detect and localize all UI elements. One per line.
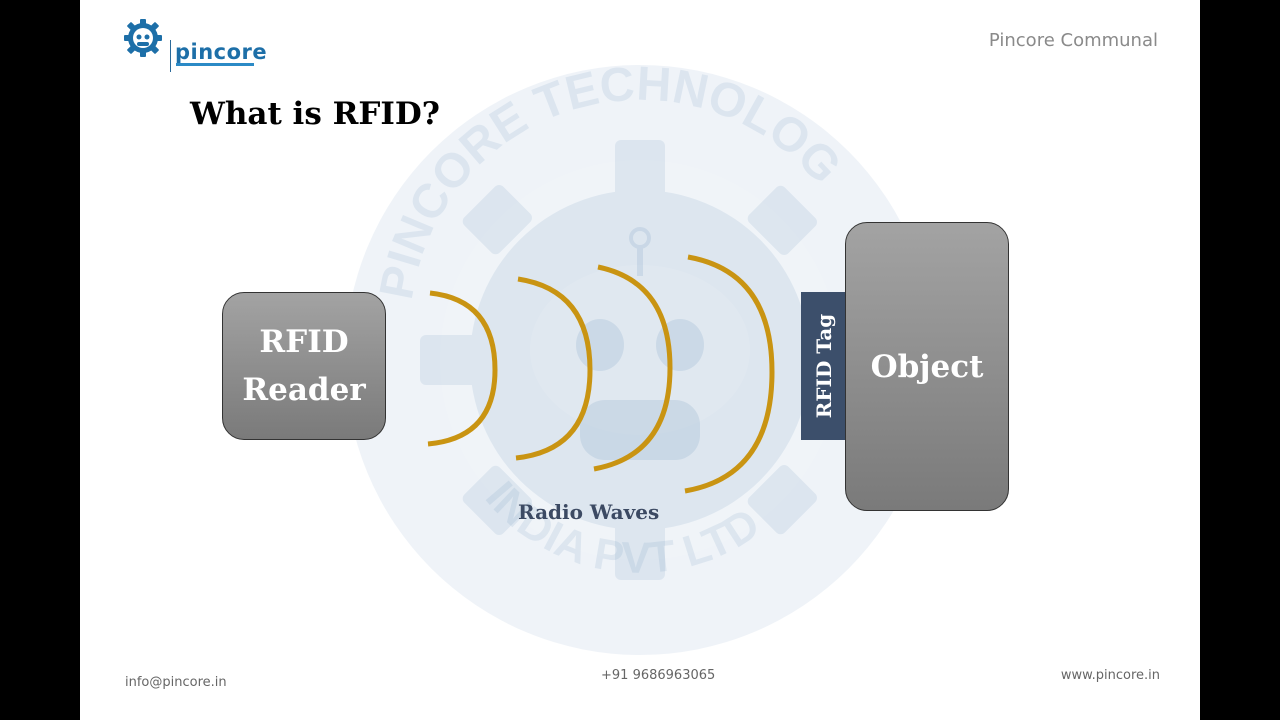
radio-wave-1	[427, 290, 498, 447]
radio-waves	[427, 254, 775, 494]
object-box: Object	[845, 222, 1009, 511]
logo-text: pincore	[175, 40, 268, 64]
slide-title: What is RFID?	[190, 96, 440, 132]
radio-wave-3	[593, 264, 673, 472]
rfid-reader-label: RFID Reader	[242, 324, 366, 408]
footer-email[interactable]: info@pincore.in	[125, 675, 227, 690]
object-label: Object	[870, 348, 984, 385]
logo-underline	[176, 63, 254, 66]
slide: PINCORE TECHNOLOG INDIA PVT LTD	[80, 0, 1200, 720]
radio-wave-2	[515, 276, 593, 461]
rfid-tag: RFID Tag	[801, 292, 847, 440]
footer-website[interactable]: www.pincore.in	[1060, 668, 1160, 683]
radio-wave-4	[684, 254, 775, 494]
rfid-reader-box: RFID Reader	[222, 292, 386, 440]
pincore-logo[interactable]: pincore	[123, 18, 267, 72]
gear-icon	[124, 19, 162, 57]
footer-phone[interactable]: +91 9686963065	[601, 668, 716, 683]
brand-name: Pincore Communal	[988, 30, 1158, 51]
rfid-tag-label: RFID Tag	[812, 313, 836, 419]
radio-waves-label: Radio Waves	[518, 500, 660, 524]
